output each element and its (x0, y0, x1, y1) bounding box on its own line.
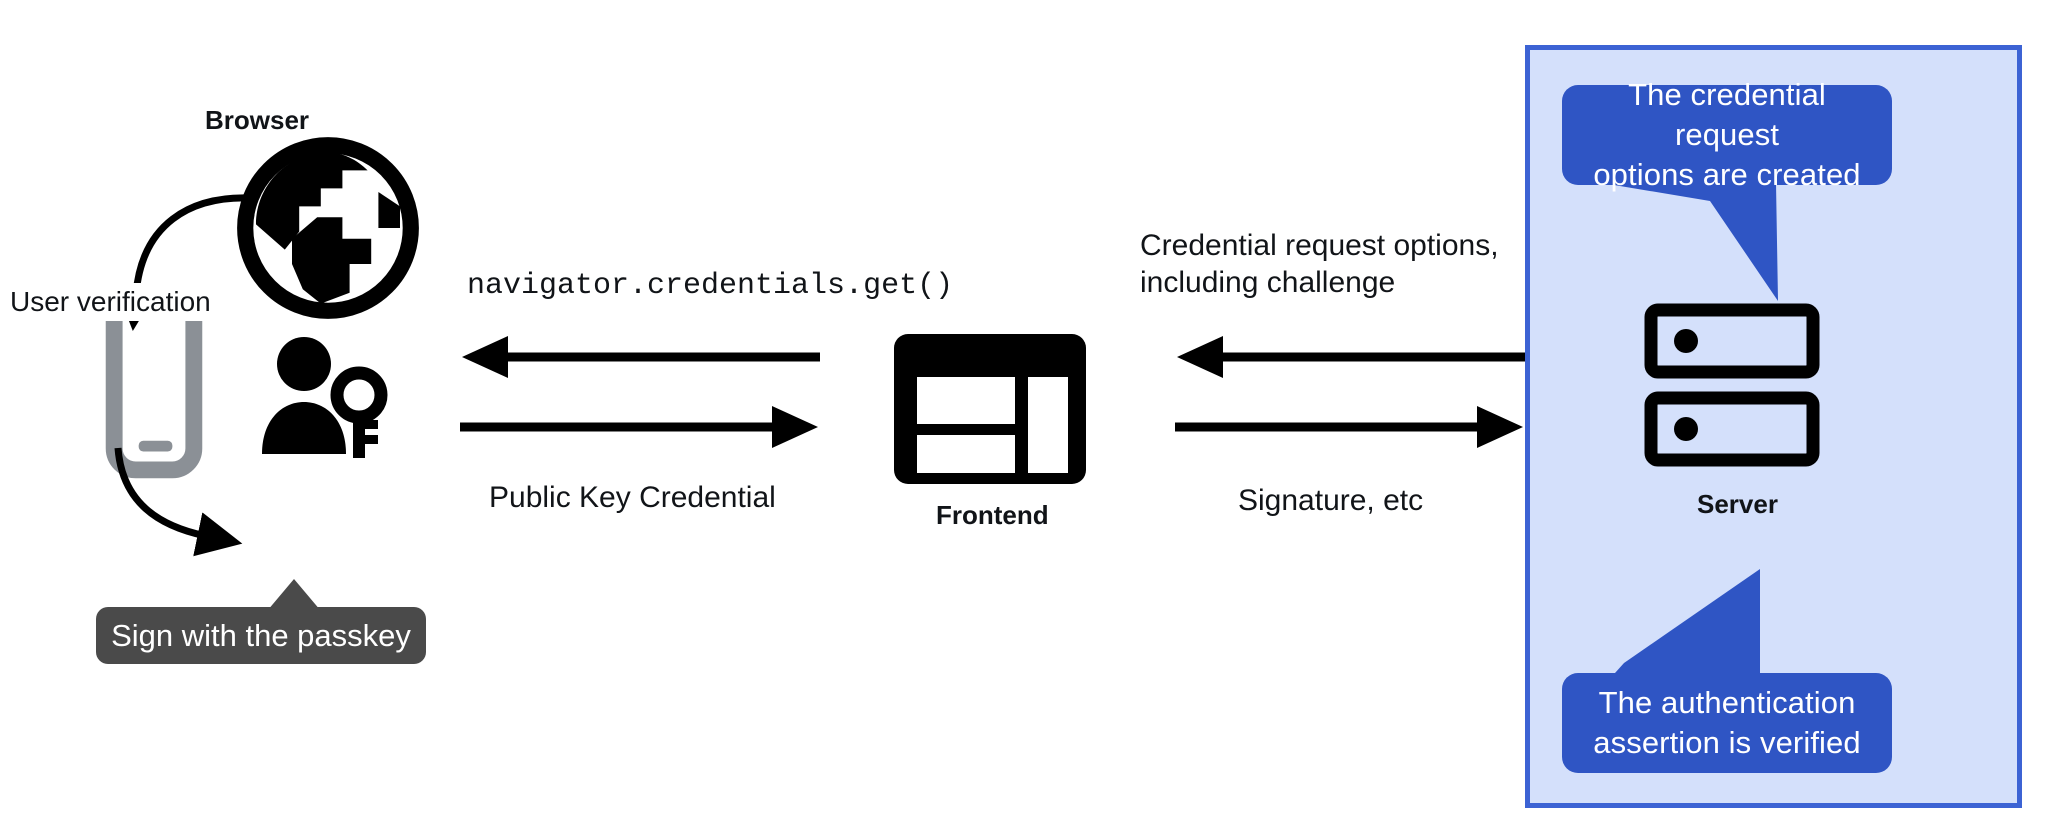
user-verification-label: User verification (6, 283, 215, 322)
server-top-bubble-text: The credential request options are creat… (1593, 76, 1861, 193)
globe-icon (237, 137, 419, 319)
server-bottom-bubble-tail (1606, 569, 1760, 683)
server-bottom-bubble-text: The authentication assertion is verified (1593, 684, 1861, 760)
server-top-bubble: The credential request options are creat… (1562, 77, 1892, 192)
navigator-credentials-get-label: navigator.credentials.get() (467, 269, 954, 303)
browser-to-phone-arrow (114, 194, 251, 331)
browser-label: Browser (205, 105, 310, 135)
passkey-tooltip-text: Sign with the passkey (111, 617, 411, 653)
phone-to-user-arrow (114, 447, 243, 557)
arrow-frontend-to-server (1175, 406, 1523, 448)
arrow-frontend-to-browser (462, 336, 820, 378)
signature-etc-label: Signature, etc (1238, 484, 1424, 517)
person-with-key-icon (262, 337, 388, 458)
server-top-bubble-tail (1602, 183, 1778, 301)
server-label: Server (1697, 489, 1778, 519)
arrow-browser-to-frontend (460, 406, 818, 448)
frontend-label: Frontend (936, 500, 1049, 530)
server-bottom-bubble: The authentication assertion is verified (1562, 673, 1892, 773)
server-rack-icon (1644, 303, 1820, 467)
credential-request-options-label: Credential request options, including ch… (1140, 229, 1499, 299)
arrow-server-to-frontend (1177, 336, 1525, 378)
passkey-tooltip: Sign with the passkey (96, 607, 426, 664)
dashboard-layout-icon (894, 334, 1086, 484)
public-key-credential-label: Public Key Credential (489, 481, 776, 514)
